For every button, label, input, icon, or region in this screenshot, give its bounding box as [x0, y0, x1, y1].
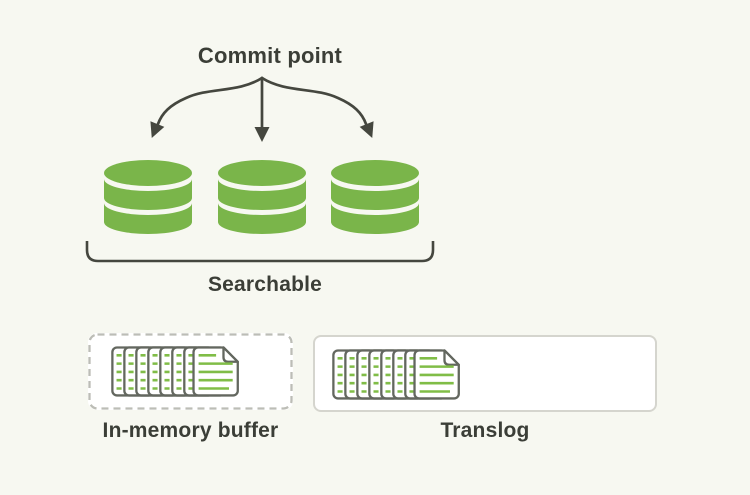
arrow-down-right — [260, 76, 368, 126]
segments-group — [104, 160, 419, 236]
in-memory-buffer-label: In-memory buffer — [102, 419, 279, 442]
translog-label: Translog — [440, 419, 530, 442]
database-cylinder-icon — [331, 160, 419, 236]
commit-point-label: Commit point — [197, 43, 343, 68]
dashed-border — [88, 333, 293, 410]
database-cylinder-icon — [218, 160, 306, 236]
underbrace-bracket-icon — [85, 241, 435, 263]
database-cylinder-icon — [104, 160, 192, 236]
arrowhead-left — [150, 121, 165, 138]
arrowhead-center — [254, 127, 270, 142]
branch-arrows-icon — [150, 76, 374, 142]
in-memory-buffer-box — [88, 333, 293, 410]
arrow-down-left — [156, 76, 264, 126]
document-stack-icon — [111, 344, 241, 398]
searchable-label: Searchable — [207, 273, 323, 296]
translog-box — [313, 335, 657, 412]
document-stack-icon — [332, 347, 462, 401]
arrowhead-right — [359, 121, 374, 138]
